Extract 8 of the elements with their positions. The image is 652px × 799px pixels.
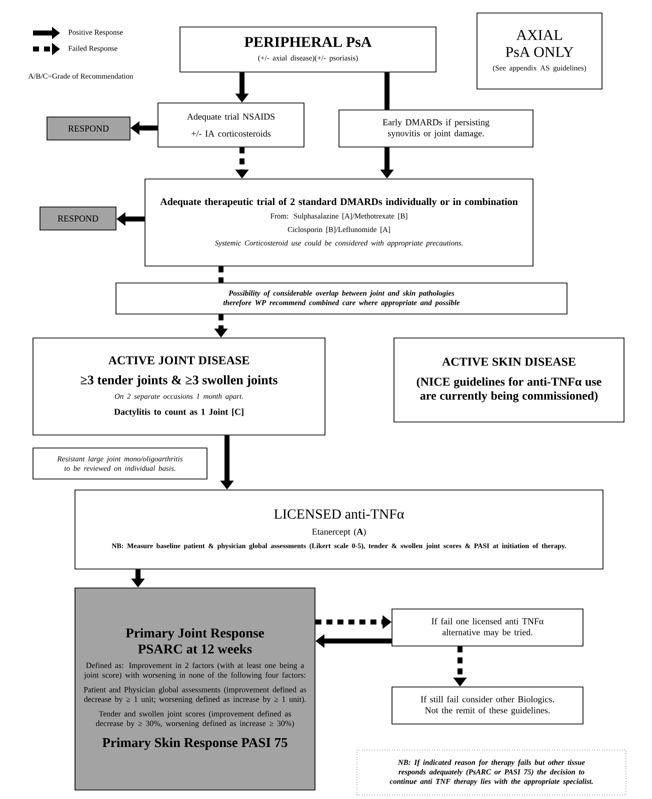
process-box: Early DMARDs if persisting synovitis or joint damage. xyxy=(338,110,534,148)
process-box: If fail one licensed anti TNFα alternative may be tried. xyxy=(392,608,584,646)
outcome-box: Primary Joint Response PSARC at 12 weeks Defined as: Improvement in 2 factors (with at least one being a joint score) with worsening in none of the following four factors: Patient and Physician global assessments (improvement defined as decrease by ≥ 1 unit; worsening defined as increase by ≥ 1 unit). Tender and swollen joint scores (improvement defined as decrease by ≥ 30%, worsening defined as increase ≥ 30%) Primary Skin Response PASI 75 xyxy=(74,588,316,790)
outcome-box: RESPOND xyxy=(46,116,130,140)
process-box: Adequate trial NSAIDS +/- IA corticosteroids xyxy=(158,102,304,148)
process-box: ACTIVE SKIN DISEASE (NICE guidelines for anti-TNFα use are currently being commissioned) xyxy=(394,338,624,422)
process-box: If still fail consider other Biologics. Not the remit of these guidelines. xyxy=(392,686,584,724)
outcome-box: RESPOND xyxy=(40,206,116,230)
